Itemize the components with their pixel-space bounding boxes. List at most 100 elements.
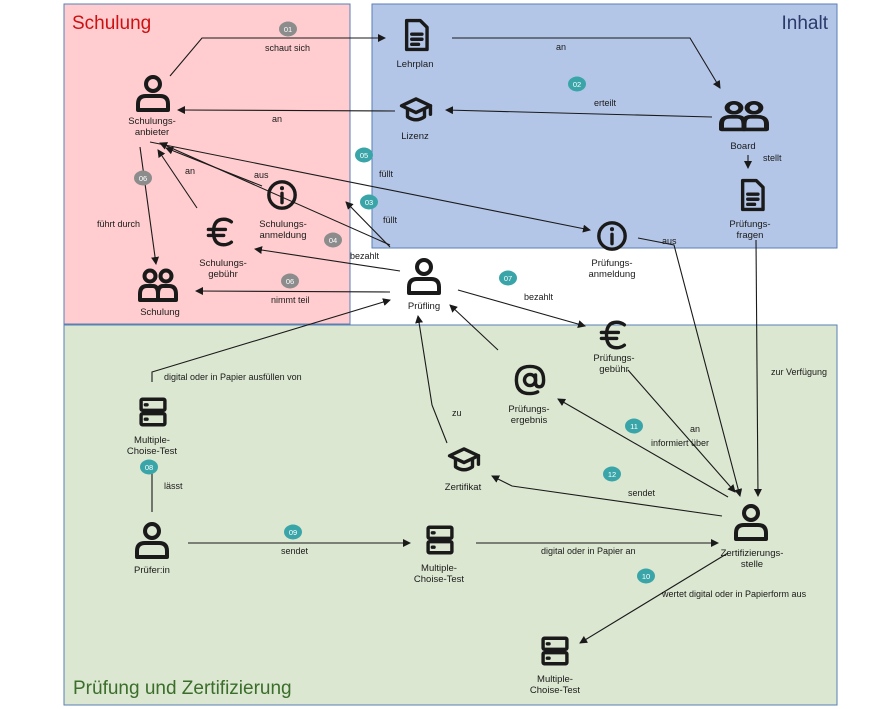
edge-board-lizenz (445, 106, 713, 118)
person-icon (407, 258, 441, 295)
svg-text:10: 10 (642, 572, 650, 581)
svg-text:Multiple-: Multiple- (537, 674, 573, 685)
label-fuellt-03: füllt (383, 215, 398, 225)
node-mct-1: Multiple- Choise-Test (127, 397, 178, 457)
label-an-gebuehr: an (185, 166, 195, 176)
node-schulungsgebuehr: Schulungs- gebühr (199, 217, 247, 280)
label-an-gebuehr-zert: an (690, 424, 700, 434)
edge-fragen-zert (753, 239, 762, 497)
label-aus-schulungsanmeldung: aus (254, 170, 269, 180)
svg-text:Choise-Test: Choise-Test (127, 446, 178, 457)
node-lizenz: Lizenz (399, 97, 433, 142)
svg-text:Prüfungs-: Prüfungs- (591, 258, 632, 269)
svg-text:01: 01 (284, 25, 292, 34)
section-pruefung: Prüfung und Zertifizierung (63, 324, 838, 706)
svg-text:07: 07 (504, 274, 512, 283)
label-sendet-zertifikat: sendet (628, 488, 656, 498)
edge-schulungsanmeldung-anbieter (165, 146, 263, 187)
section-inhalt: Inhalt (371, 3, 838, 249)
svg-text:stelle: stelle (741, 559, 763, 570)
node-mct-3: Multiple- Choise-Test (530, 636, 581, 696)
edge-pruefling-schulungsanmeldung (345, 201, 391, 248)
label-zu: zu (452, 408, 462, 418)
svg-text:gebühr: gebühr (599, 364, 629, 375)
svg-text:06: 06 (139, 174, 147, 183)
label-ausfuellen-von: digital oder in Papier ausfüllen von (164, 372, 302, 382)
svg-text:gebühr: gebühr (208, 269, 238, 280)
label-bezahlt-pruefung: bezahlt (524, 292, 554, 302)
badge-08: 08 (140, 459, 158, 475)
svg-text:anmeldung: anmeldung (259, 230, 306, 241)
svg-text:Board: Board (730, 141, 755, 152)
label-digital-papier-an: digital oder in Papier an (541, 546, 636, 556)
edge-mct1-pruefling (151, 298, 391, 382)
badges: 01 02 03 04 05 06 06 07 08 09 10 11 12 (134, 21, 655, 584)
svg-text:Lehrplan: Lehrplan (397, 59, 434, 70)
label-laesst: lässt (164, 481, 183, 491)
label-wertet-aus: wertet digital oder in Papierform aus (661, 589, 807, 599)
label-an-board: an (556, 42, 566, 52)
edge-zert-ergebnis (557, 398, 729, 498)
badge-04: 04 (324, 232, 342, 248)
svg-text:ergebnis: ergebnis (511, 415, 548, 426)
node-pruefling: Prüfling (407, 258, 441, 312)
node-schulung: Schulung (138, 268, 180, 318)
badge-06-b: 06 (281, 273, 299, 289)
node-mct-2: Multiple- Choise-Test (414, 525, 465, 585)
svg-text:Schulung: Schulung (140, 307, 180, 318)
svg-text:Prüfling: Prüfling (408, 301, 440, 312)
edge-zertifikat-pruefling (415, 315, 448, 444)
svg-text:Zertifikat: Zertifikat (445, 482, 482, 493)
badge-01: 01 (279, 21, 297, 37)
section-schulung: Schulung (63, 3, 351, 325)
edge-pruefungsanmeldung-zert (637, 237, 743, 497)
svg-text:02: 02 (573, 80, 581, 89)
svg-text:Prüfungs-: Prüfungs- (729, 219, 770, 230)
label-schaut-sich: schaut sich (265, 43, 310, 53)
badge-02: 02 (568, 76, 586, 92)
node-pruefungsgebuehr: Prüfungs- gebühr (593, 320, 635, 375)
label-nimmt-teil: nimmt teil (271, 295, 310, 305)
edge-zert-mct3 (579, 552, 729, 644)
svg-text:Prüfungs-: Prüfungs- (508, 404, 549, 415)
svg-text:Lizenz: Lizenz (401, 131, 429, 142)
label-informiert-ueber: informiert über (651, 438, 709, 448)
svg-text:anmeldung: anmeldung (588, 269, 635, 280)
node-lehrplan: Lehrplan (397, 18, 434, 70)
svg-text:Prüfer:in: Prüfer:in (134, 565, 170, 576)
badge-07: 07 (499, 270, 517, 286)
label-stellt: stellt (763, 153, 782, 163)
svg-text:Choise-Test: Choise-Test (414, 574, 465, 585)
label-fuellt-05: füllt (379, 169, 394, 179)
badge-12: 12 (603, 466, 621, 482)
edge-pruefungsgebuehr-zert (627, 369, 736, 493)
badge-05: 05 (355, 147, 373, 163)
svg-text:fragen: fragen (737, 230, 764, 241)
node-zertifizierungsstelle: Zertifizierungs- stelle (721, 504, 784, 570)
svg-text:04: 04 (329, 236, 337, 245)
badge-06-a: 06 (134, 170, 152, 186)
badge-03: 03 (360, 194, 378, 210)
edge-labels: schaut sich an erteilt an stellt füllt f… (97, 42, 827, 599)
node-pruefungsfragen: Prüfungs- fragen (729, 178, 771, 241)
node-prueferin: Prüfer:in (134, 522, 170, 576)
edge-zert-zertifikat (491, 475, 723, 517)
badge-10: 10 (637, 568, 655, 584)
svg-text:Multiple-: Multiple- (134, 435, 170, 446)
edge-anbieter-schulung (139, 146, 160, 265)
label-sendet-mct: sendet (281, 546, 309, 556)
section-title-pruefung: Prüfung und Zertifizierung (73, 678, 292, 699)
edge-lehrplan-board (452, 37, 721, 89)
node-schulungsanmeldung: Schulungs- anmeldung (259, 180, 307, 241)
node-schulungsanbieter: Schulungs- anbieter (128, 75, 176, 138)
svg-text:Choise-Test: Choise-Test (530, 685, 581, 696)
node-pruefungsergebnis: Prüfungs- ergebnis (508, 364, 550, 426)
label-zur-verfuegung: zur Verfügung (771, 367, 827, 377)
svg-text:Zertifizierungs-: Zertifizierungs- (721, 548, 784, 559)
svg-text:03: 03 (365, 198, 373, 207)
svg-text:05: 05 (360, 151, 368, 160)
label-bezahlt-schulung: bezahlt (350, 251, 380, 261)
svg-text:08: 08 (145, 463, 153, 472)
svg-text:Multiple-: Multiple- (421, 563, 457, 574)
